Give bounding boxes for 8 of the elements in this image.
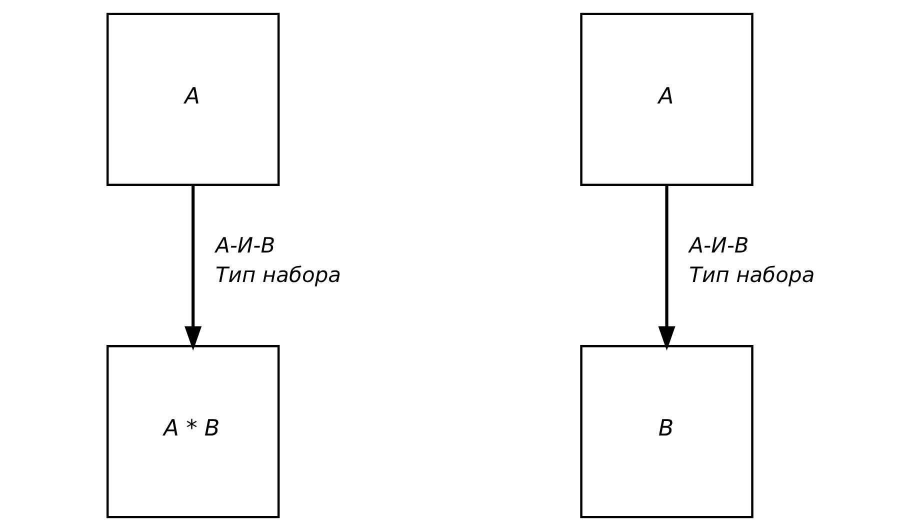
node-box: А (580, 12, 753, 186)
node-box: В (580, 344, 753, 518)
node-box: А * В (106, 344, 280, 518)
arrow (658, 185, 675, 351)
arrow (184, 185, 202, 351)
edge-label: А-И-В Тип набора (688, 232, 814, 287)
edge-label: А-И-В Тип набора (214, 232, 341, 287)
node-box: А (106, 12, 280, 186)
